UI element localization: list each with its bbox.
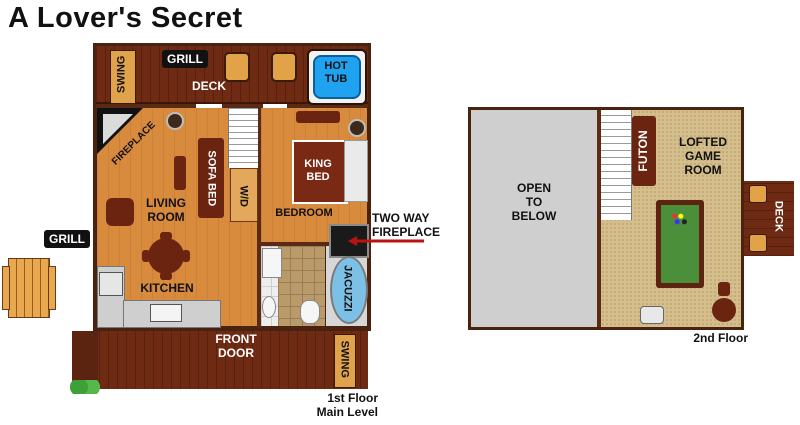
futon-label: FUTON bbox=[636, 130, 651, 172]
king-bed bbox=[292, 140, 348, 204]
stove bbox=[99, 272, 123, 296]
toilet bbox=[262, 296, 276, 318]
wall-top-inner bbox=[96, 104, 368, 108]
kitchen-sink bbox=[150, 304, 182, 322]
shrub bbox=[70, 380, 100, 394]
picnic-bench bbox=[2, 266, 10, 310]
lofted-game-room-label: LOFTED GAME ROOM bbox=[679, 135, 727, 177]
game-table bbox=[712, 298, 736, 322]
two-way-fireplace-callout: TWO WAY FIREPLACE bbox=[372, 211, 441, 239]
picnic-bench bbox=[48, 266, 56, 310]
grill-top-label: GRILL bbox=[162, 50, 208, 68]
second-floor-caption: 2nd Floor bbox=[693, 331, 748, 345]
dresser bbox=[296, 111, 340, 123]
loft-railing bbox=[597, 110, 601, 327]
sink-vanity bbox=[300, 300, 320, 324]
kitchen-label: KITCHEN bbox=[140, 281, 194, 295]
loft-deck-label: DECK bbox=[772, 200, 785, 232]
living-room-label: LIVING ROOM bbox=[145, 196, 186, 224]
second-floor-plan: OPEN TO BELOW FUTON LOFTED GAME ROOM DEC… bbox=[460, 0, 800, 425]
bedroom-label: BEDROOM bbox=[275, 207, 333, 219]
wd-label: W/D bbox=[237, 185, 250, 208]
deck-rail bbox=[96, 102, 368, 105]
top-swing-label: SWING bbox=[115, 55, 128, 93]
deck-chair bbox=[749, 234, 767, 252]
pool-balls bbox=[670, 212, 688, 226]
shower bbox=[262, 248, 282, 278]
king-bed-label: KING BED bbox=[304, 158, 332, 183]
bottom-swing bbox=[334, 334, 356, 388]
dining-chair bbox=[160, 272, 172, 280]
open-to-below-label: OPEN TO BELOW bbox=[511, 181, 557, 223]
side-table bbox=[174, 156, 186, 190]
door-gap-deck bbox=[196, 104, 222, 108]
hot-tub-label: HOT TUB bbox=[324, 60, 348, 85]
grill-left-label: GRILL bbox=[44, 230, 90, 248]
front-door-label: FRONT DOOR bbox=[215, 332, 257, 360]
jacuzzi-label: JACUZZI bbox=[341, 265, 354, 312]
dining-table bbox=[148, 238, 184, 274]
deck-label: DECK bbox=[191, 79, 226, 93]
washer-dryer bbox=[230, 168, 258, 222]
game-chair bbox=[718, 282, 730, 296]
loft-stairs bbox=[601, 110, 632, 220]
dining-chair bbox=[160, 232, 172, 240]
sofa-bed-label: SOFA BED bbox=[205, 150, 218, 207]
page-title: A Lover's Secret bbox=[8, 2, 243, 34]
speaker-icon bbox=[166, 112, 184, 130]
wall-bed-bath bbox=[259, 242, 367, 246]
first-floor-caption: 1st Floor Main Level bbox=[316, 391, 378, 419]
open-to-below-area bbox=[471, 110, 597, 327]
jacuzzi-tub bbox=[330, 256, 368, 324]
deck-chair bbox=[749, 185, 767, 203]
front-porch bbox=[72, 331, 368, 389]
futon bbox=[632, 116, 656, 186]
speaker-icon bbox=[348, 119, 366, 137]
deck-chair bbox=[224, 52, 250, 82]
bed-pillows bbox=[344, 140, 368, 202]
dining-chair bbox=[142, 250, 150, 262]
bottom-swing-label: SWING bbox=[338, 340, 351, 378]
callout-arrow-icon bbox=[348, 236, 424, 246]
top-swing bbox=[110, 50, 136, 104]
hot-tub-water bbox=[313, 55, 361, 99]
dining-chair bbox=[182, 250, 190, 262]
porch-step bbox=[72, 331, 98, 389]
staircase bbox=[228, 108, 258, 168]
hot-tub bbox=[307, 49, 367, 105]
picnic-table bbox=[8, 258, 50, 318]
sofa-bed bbox=[198, 138, 224, 218]
deck-chair bbox=[271, 52, 297, 82]
armchair bbox=[106, 198, 134, 226]
first-floor-plan: HOT TUB SWING GRILL DECK FIREPLACE SOFA … bbox=[2, 43, 441, 419]
door-gap-bedroom bbox=[263, 104, 287, 108]
wall-living-bedroom bbox=[257, 106, 261, 328]
side-chair bbox=[640, 306, 664, 324]
